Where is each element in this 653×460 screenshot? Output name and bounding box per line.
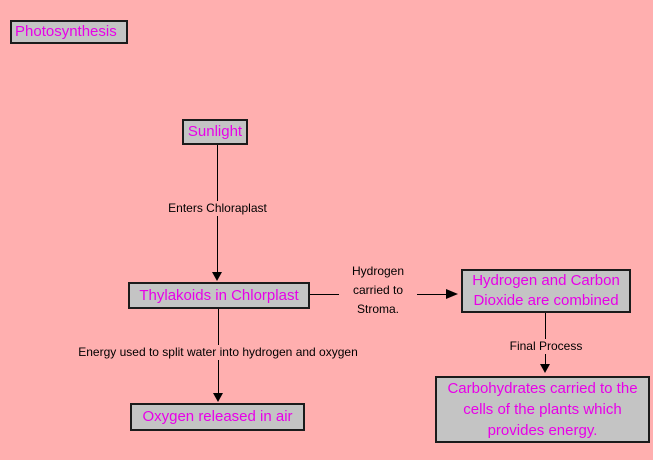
edge-thylakoids-hydrogencarbon-arrowhead-icon xyxy=(446,289,458,299)
edge-sunlight-thylakoids-label: Enters Chloraplast xyxy=(160,201,275,216)
edge-thylakoids-oxygen-label: Energy used to split water into hydrogen… xyxy=(72,345,364,360)
node-oxygen-label: Oxygen released in air xyxy=(142,408,293,425)
edge-thylakoids-oxygen-arrowhead-icon xyxy=(213,393,223,402)
node-hydrogen-carbon[interactable]: Hydrogen and Carbon Dioxide are combined xyxy=(461,269,631,313)
edge-hydrogencarbon-carbohydrates-arrowhead-icon xyxy=(540,364,550,373)
edge-hydrogencarbon-carbohydrates-line xyxy=(545,313,546,364)
edge-sunlight-thylakoids-arrowhead-icon xyxy=(212,272,222,281)
diagram-title-box[interactable]: Photosynthesis xyxy=(10,20,128,44)
node-thylakoids[interactable]: Thylakoids in Chlorplast xyxy=(128,282,310,309)
edge-hydrogencarbon-carbohydrates-label: Final Process xyxy=(495,339,597,354)
edge-thylakoids-hydrogencarbon-label: Hydrogen carried to Stroma. xyxy=(339,262,417,319)
node-thylakoids-label: Thylakoids in Chlorplast xyxy=(139,286,299,304)
node-sunlight[interactable]: Sunlight xyxy=(182,119,248,145)
node-hydrogen-carbon-label: Hydrogen and Carbon Dioxide are combined xyxy=(472,272,620,309)
node-oxygen[interactable]: Oxygen released in air xyxy=(130,403,305,431)
node-carbohydrates-label: Carbohydrates carried to the cells of th… xyxy=(447,380,638,439)
node-carbohydrates[interactable]: Carbohydrates carried to the cells of th… xyxy=(435,376,650,443)
diagram-title-label: Photosynthesis xyxy=(15,23,117,40)
node-sunlight-label: Sunlight xyxy=(187,123,243,140)
